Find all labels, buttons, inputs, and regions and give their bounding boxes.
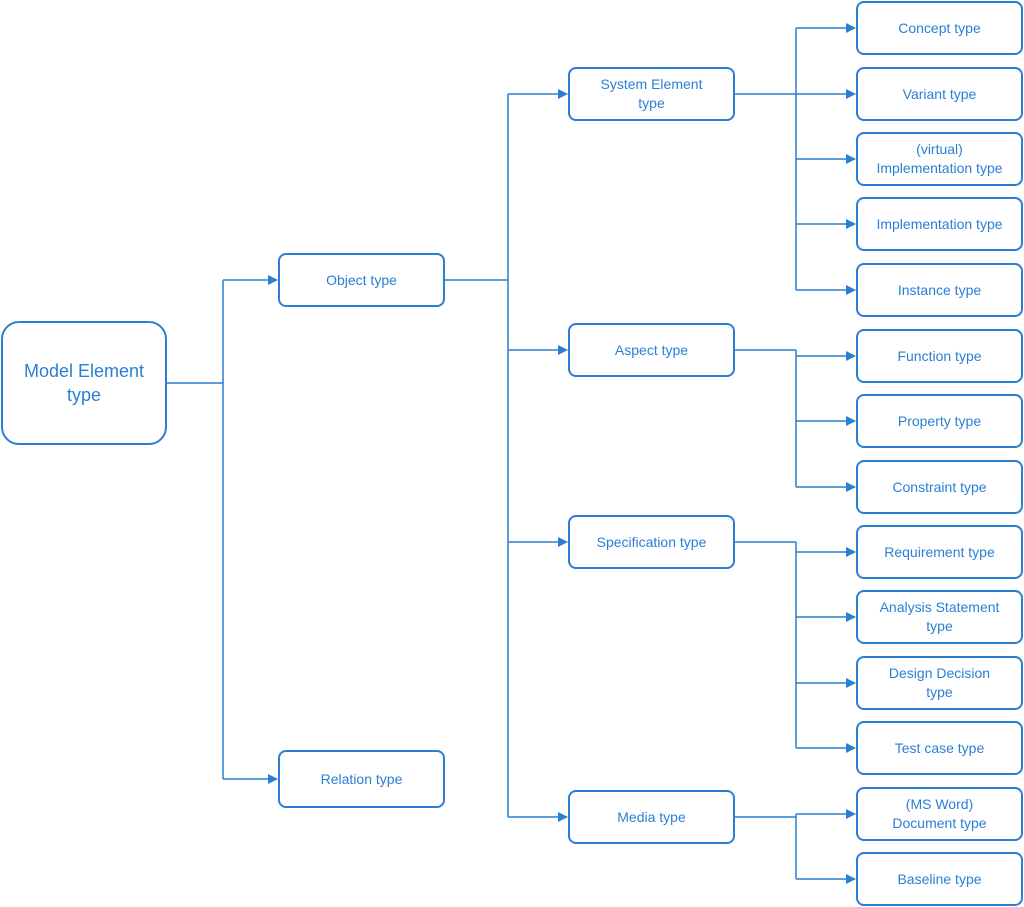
- aspect-type-node: Aspect type: [568, 323, 735, 377]
- requirement-type-node: Requirement type: [856, 525, 1023, 579]
- analysis-statement-type-node: Analysis Statement type: [856, 590, 1023, 644]
- specification-type-node: Specification type: [568, 515, 735, 569]
- model-element-type-node: Model Element type: [1, 321, 167, 445]
- variant-type-node: Variant type: [856, 67, 1023, 121]
- constraint-type-node: Constraint type: [856, 460, 1023, 514]
- function-type-node: Function type: [856, 329, 1023, 383]
- concept-type-node: Concept type: [856, 1, 1023, 55]
- ms-word-document-type-node: (MS Word) Document type: [856, 787, 1023, 841]
- baseline-type-node: Baseline type: [856, 852, 1023, 906]
- property-type-node: Property type: [856, 394, 1023, 448]
- media-type-node: Media type: [568, 790, 735, 844]
- object-type-node: Object type: [278, 253, 445, 307]
- relation-type-node: Relation type: [278, 750, 445, 808]
- system-element-type-node: System Element type: [568, 67, 735, 121]
- virtual-implementation-type-node: (virtual) Implementation type: [856, 132, 1023, 186]
- instance-type-node: Instance type: [856, 263, 1023, 317]
- implementation-type-node: Implementation type: [856, 197, 1023, 251]
- design-decision-type-node: Design Decision type: [856, 656, 1023, 710]
- test-case-type-node: Test case type: [856, 721, 1023, 775]
